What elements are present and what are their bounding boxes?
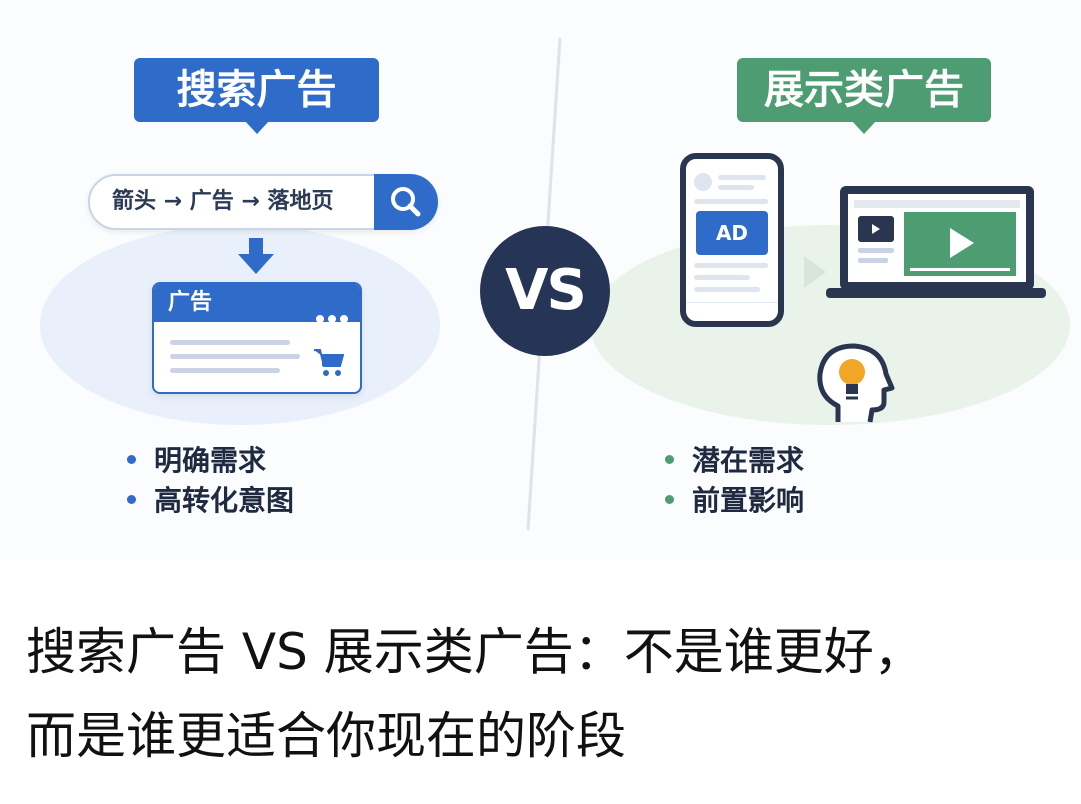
laptop-video-icon [826, 186, 1046, 298]
search-icon [391, 187, 421, 217]
caption-line-1: 搜索广告 VS 展示类广告：不是谁更好， [26, 623, 924, 681]
vs-badge: VS [480, 226, 610, 356]
bullet-item: 前置影响 [665, 481, 804, 521]
smartphone-icon: AD [680, 153, 784, 327]
head-lightbulb-icon [817, 343, 895, 423]
bullet-item: 潜在需求 [665, 441, 804, 481]
ad-card-title: 广告 [168, 290, 213, 315]
display-ads-bullets: 潜在需求 前置影响 [665, 441, 804, 521]
search-query-text: 箭头 → 广告 → 落地页 [112, 189, 334, 214]
shopping-cart-icon [314, 349, 345, 376]
search-ads-tag: 搜索广告 [134, 58, 379, 134]
search-ads-bullets: 明确需求 高转化意图 [127, 441, 294, 521]
display-ads-tag: 展示类广告 [737, 58, 991, 134]
text-placeholder-line [170, 354, 300, 359]
caption-title: 搜索广告 VS 展示类广告：不是谁更好， 而是谁更适合你现在的阶段 [26, 610, 1076, 778]
display-ads-tag-label: 展示类广告 [764, 67, 964, 113]
search-bar: 箭头 → 广告 → 落地页 [88, 174, 438, 230]
illustration-banner: 搜索广告 箭头 → 广告 → 落地页 广告 明确需求 [40, 37, 1070, 531]
text-placeholder-line [170, 340, 290, 345]
chevron-right-icon [804, 256, 826, 288]
bullet-item: 高转化意图 [127, 481, 294, 521]
search-button [374, 174, 438, 230]
phone-ad-banner: AD [696, 211, 768, 255]
more-dots-icon [312, 298, 348, 336]
ad-card: 广告 [152, 282, 362, 394]
caption-line-2: 而是谁更适合你现在的阶段 [26, 707, 626, 765]
text-placeholder-line [170, 368, 280, 373]
bullet-item: 明确需求 [127, 441, 294, 481]
ad-card-header: 广告 [154, 284, 360, 323]
search-ads-tag-label: 搜索广告 [176, 67, 337, 113]
arrow-down-icon [238, 238, 274, 274]
